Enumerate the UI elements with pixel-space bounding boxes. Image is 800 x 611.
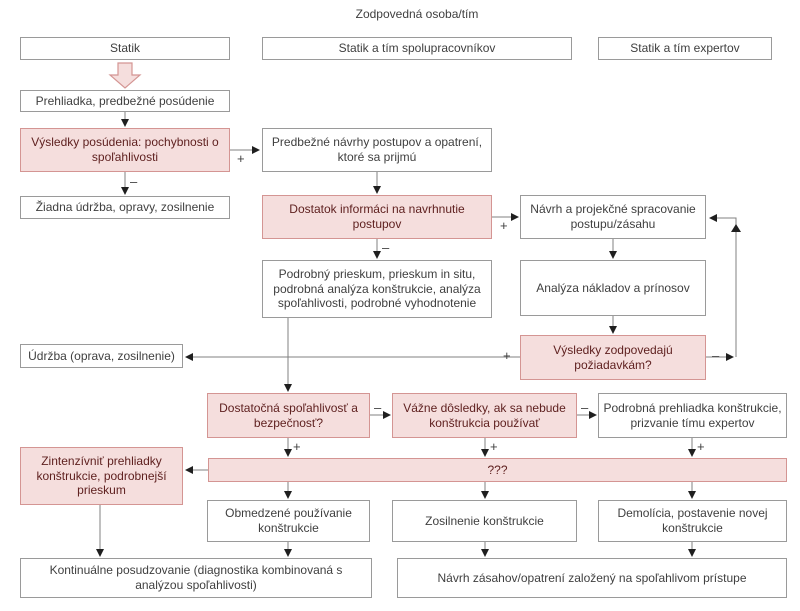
edge-label-plus: + [490, 439, 498, 454]
node-udrzba: Údržba (oprava, zosilnenie) [20, 344, 183, 368]
node-podrobna-prehliadka: Podrobná prehliadka konštrukcie, prizvan… [598, 393, 787, 438]
node-podrobny-prieskum: Podrobný prieskum, prieskum in situ, pod… [262, 260, 492, 318]
node-navrh-zasahov: Návrh zásahov/opatrení založený na spoľa… [397, 558, 787, 598]
edge-label-plus: + [500, 218, 508, 233]
edge-vysledkyzodp-feedback-minus-2 [709, 214, 737, 357]
node-analyza-nakladov: Analýza nákladov a prínosov [520, 260, 706, 316]
node-vazne-dosledky: Vážne dôsledky, ak sa nebude konštrukcia… [392, 393, 577, 438]
header-statik-tim-expertov: Statik a tím expertov [598, 37, 772, 60]
edge-label-minus: – [581, 400, 589, 415]
node-demolicia: Demolícia, postavenie novej konštrukcie [598, 500, 787, 542]
header-statik: Statik [20, 37, 230, 60]
node-dostatok-informacii: Dostatok informáci na navrhnutie postupo… [262, 195, 492, 239]
node-prehliadka: Prehliadka, predbežné posúdenie [20, 90, 230, 112]
node-zintenzivnit: Zintenzívniť prehliadky konštrukcie, pod… [20, 447, 183, 505]
node-zosilnenie: Zosilnenie konštrukcie [392, 500, 577, 542]
node-vysledky-posudenia: Výsledky posúdenia: pochybnosti o spoľah… [20, 128, 230, 172]
edge-label-plus: + [293, 439, 301, 454]
node-vysledky-zodpovedaju: Výsledky zodpovedajú požiadavkám? [520, 335, 706, 380]
node-kontinualne-posudzovanie: Kontinuálne posudzovanie (diagnostika ko… [20, 558, 372, 598]
edge-label-minus: – [130, 174, 138, 189]
edge-label-minus: – [374, 400, 382, 415]
node-otazniky-bar: ??? [208, 458, 787, 482]
edge-label-plus: + [237, 151, 245, 166]
node-ziadna-udrzba: Žiadna údržba, opravy, zosilnenie [20, 196, 230, 219]
node-navrh-projekcne: Návrh a projekčné spracovanie postupu/zá… [520, 195, 706, 239]
edge-label-minus: – [712, 348, 720, 363]
edge-label-plus: + [503, 348, 511, 363]
edge-label-plus: + [697, 439, 705, 454]
diagram-title: Zodpovedná osoba/tím [355, 7, 479, 21]
node-obmedzene-pouzivanie: Obmedzené používanie konštrukcie [207, 500, 370, 542]
node-dostatocna-spolahlivost: Dostatočná spoľahlivosť a bezpečnosť? [207, 393, 370, 438]
header-statik-tim-spolupracovnikov: Statik a tím spolupracovníkov [262, 37, 572, 60]
node-predbezne-navrhy: Predbežné návrhy postupov a opatrení, kt… [262, 128, 492, 172]
edge-label-minus: – [382, 240, 390, 255]
feedback-up-arrowhead [731, 224, 741, 232]
block-arrow-down [108, 62, 142, 89]
